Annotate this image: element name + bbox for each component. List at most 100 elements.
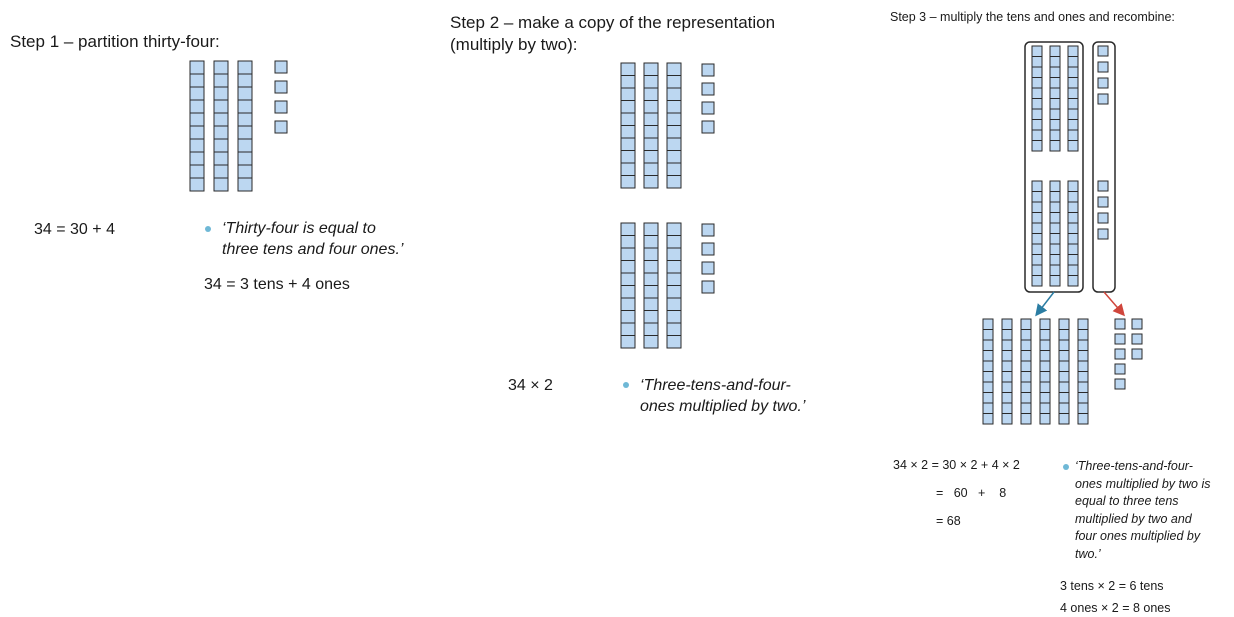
step2-quote: ‘Three-tens-and-four- ones multiplied by… <box>640 376 805 418</box>
unit-cube <box>1020 318 1032 330</box>
unit-cube <box>1067 275 1079 287</box>
unit-cube <box>189 86 205 101</box>
unit-cube <box>1049 119 1061 131</box>
unit-cube <box>1058 350 1070 362</box>
one-cube <box>1114 363 1126 375</box>
unit-cube <box>666 137 682 151</box>
heading-line: (multiply by two): <box>450 35 578 55</box>
unit-cube <box>1031 243 1043 255</box>
unit-cube <box>237 60 253 75</box>
unit-cube <box>666 62 682 76</box>
unit-cube <box>237 112 253 127</box>
unit-cube <box>666 125 682 139</box>
step1-quote: ‘Thirty-four is equal to three tens and … <box>222 219 403 261</box>
unit-cube <box>620 87 636 101</box>
unit-cube <box>1077 402 1089 414</box>
one-cube <box>701 261 715 275</box>
unit-cube <box>1020 360 1032 372</box>
unit-cube <box>213 112 229 127</box>
unit-cube <box>1031 264 1043 276</box>
unit-cube <box>1067 140 1079 152</box>
unit-cube <box>1039 318 1051 330</box>
one-cube <box>1097 45 1109 57</box>
unit-cube <box>982 371 994 383</box>
unit-cube <box>643 222 659 236</box>
unit-cube <box>1058 402 1070 414</box>
unit-cube <box>666 87 682 101</box>
unit-cube <box>1031 77 1043 89</box>
one-cube <box>1131 348 1143 360</box>
unit-cube <box>666 75 682 89</box>
unit-cube <box>620 100 636 114</box>
unit-cube <box>1049 212 1061 224</box>
one-cube <box>701 280 715 294</box>
unit-cube <box>1077 381 1089 393</box>
one-cube <box>701 120 715 134</box>
one-cube <box>274 120 288 134</box>
unit-cube <box>1031 108 1043 120</box>
unit-cube <box>1039 381 1051 393</box>
quote-line: ‘Three-tens-and-four- <box>1075 459 1193 473</box>
unit-cube <box>620 175 636 189</box>
one-cube <box>1097 93 1109 105</box>
unit-cube <box>1031 180 1043 192</box>
unit-cube <box>1058 318 1070 330</box>
unit-cube <box>1058 339 1070 351</box>
unit-cube <box>1077 371 1089 383</box>
unit-cube <box>1049 254 1061 266</box>
unit-cube <box>1020 392 1032 404</box>
unit-cube <box>666 150 682 164</box>
unit-cube <box>1067 129 1079 141</box>
unit-cube <box>189 164 205 179</box>
unit-cube <box>666 322 682 336</box>
unit-cube <box>1031 129 1043 141</box>
unit-cube <box>643 235 659 249</box>
unit-cube <box>1031 275 1043 287</box>
heading-line: Step 2 – make a copy of the representati… <box>450 13 776 32</box>
quote-line: ones multiplied by two.’ <box>640 397 806 415</box>
unit-cube <box>1039 360 1051 372</box>
unit-cube <box>643 150 659 164</box>
unit-cube <box>1039 413 1051 425</box>
unit-cube <box>666 335 682 349</box>
one-cube <box>274 60 288 74</box>
unit-cube <box>1039 371 1051 383</box>
unit-cube <box>666 310 682 324</box>
unit-cube <box>1067 191 1079 203</box>
unit-cube <box>189 99 205 114</box>
quote-line: ‘Three-tens-and-four- <box>640 377 791 394</box>
unit-cube <box>666 247 682 261</box>
unit-cube <box>237 73 253 88</box>
unit-cube <box>1067 243 1079 255</box>
bullet-icon <box>205 226 211 232</box>
unit-cube <box>1031 201 1043 213</box>
unit-cube <box>1001 318 1013 330</box>
unit-cube <box>1001 413 1013 425</box>
bullet-icon <box>623 382 629 388</box>
unit-cube <box>189 60 205 75</box>
unit-cube <box>982 329 994 341</box>
unit-cube <box>1039 402 1051 414</box>
unit-cube <box>666 235 682 249</box>
unit-cube <box>1067 254 1079 266</box>
unit-cube <box>666 100 682 114</box>
unit-cube <box>643 260 659 274</box>
unit-cube <box>643 87 659 101</box>
one-cube <box>701 63 715 77</box>
unit-cube <box>1020 413 1032 425</box>
step1-blocks <box>189 60 288 192</box>
one-cube <box>1097 196 1109 208</box>
unit-cube <box>1001 360 1013 372</box>
unit-cube <box>982 413 994 425</box>
quote-line: three tens and four ones.’ <box>222 240 404 258</box>
unit-cube <box>1058 392 1070 404</box>
unit-cube <box>643 297 659 311</box>
unit-cube <box>982 318 994 330</box>
step1-equation: 34 = 30 + 4 <box>34 221 115 238</box>
unit-cube <box>1039 350 1051 362</box>
unit-cube <box>1031 212 1043 224</box>
one-cube <box>1097 77 1109 89</box>
unit-cube <box>237 177 253 192</box>
unit-cube <box>620 162 636 176</box>
unit-cube <box>643 175 659 189</box>
